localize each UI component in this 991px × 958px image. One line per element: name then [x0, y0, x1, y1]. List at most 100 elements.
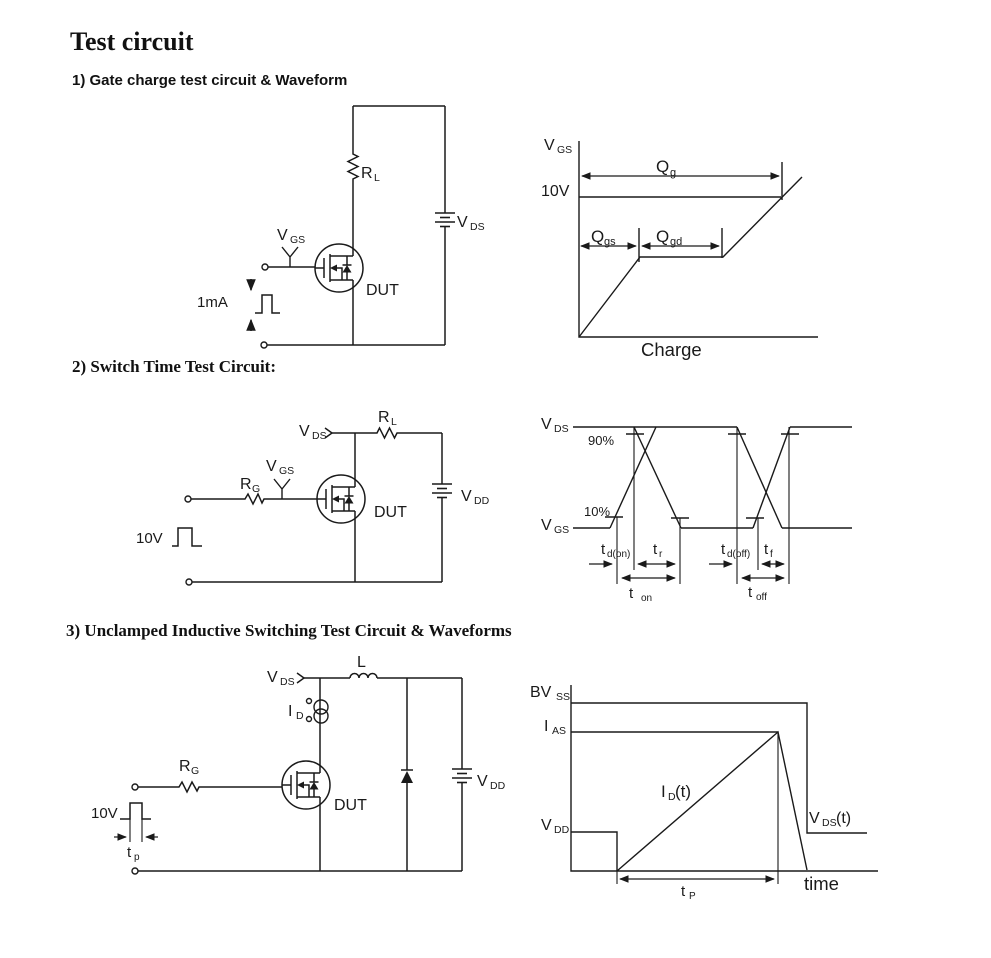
- current-probe-id-icon: [305, 697, 329, 724]
- w1-yaxis-label-sub: GS: [557, 144, 572, 156]
- rg-label-sub: G: [191, 765, 199, 777]
- w3-tp-label: t: [681, 883, 686, 900]
- vdd-label: V: [461, 488, 472, 505]
- qg-label: Q: [656, 157, 669, 176]
- tr-label-sub: r: [659, 549, 663, 560]
- inductor-icon: [349, 672, 378, 679]
- w1-xaxis-label: Charge: [641, 339, 702, 360]
- vgs-label: V: [266, 458, 277, 475]
- idt-label-sub: D: [668, 791, 676, 803]
- vdd-label: V: [477, 773, 488, 790]
- vdst-label-tail: (t): [836, 810, 851, 827]
- vgs-probe-icon: [281, 246, 299, 268]
- section-heading-2: 2) Switch Time Test Circuit:: [72, 357, 277, 376]
- pulse-icon: [120, 802, 151, 820]
- ton-label: t: [629, 585, 634, 602]
- gate-charge-waveform: V GS 10V Q g Q gs Q gd Charge: [541, 137, 818, 360]
- rl-label-sub: L: [374, 172, 380, 184]
- waveform1-trace: [578, 162, 803, 338]
- w3-tp-label-sub: P: [689, 891, 696, 902]
- toff-label: t: [748, 584, 753, 601]
- w2-10pct-label: 10%: [584, 504, 610, 519]
- vds-chevron-icon: [296, 672, 306, 684]
- w3-xaxis-label: time: [804, 873, 839, 894]
- vds-label-sub: DS: [280, 676, 295, 688]
- dut-label: DUT: [334, 797, 367, 814]
- qgs-label: Q: [591, 227, 604, 246]
- diode-icon: [401, 771, 413, 783]
- td-off-label: t: [721, 541, 726, 558]
- w1-10v-label: 10V: [541, 183, 570, 200]
- circuit1-wires: [246, 105, 446, 346]
- battery-vdd-icon: [431, 483, 453, 499]
- vds-label: V: [299, 423, 310, 440]
- vgs-label-sub: GS: [279, 465, 294, 477]
- waveform2-traces: [573, 426, 852, 529]
- td-on-label: t: [601, 541, 606, 558]
- vgs-label: V: [277, 227, 288, 244]
- qg-label-sub: g: [670, 167, 676, 179]
- id-label-sub: D: [296, 710, 304, 722]
- w2-vds-label-sub: DS: [554, 423, 569, 435]
- vdd-level-label-sub: DD: [554, 824, 570, 836]
- mosfet-dut-symbol: [281, 758, 331, 812]
- rg-label: R: [179, 758, 191, 775]
- mosfet-dut-symbol: [316, 472, 366, 526]
- section-heading-1: 1) Gate charge test circuit & Waveform: [72, 72, 348, 89]
- ground-terminal: [260, 341, 268, 349]
- tp-label-sub: p: [134, 852, 140, 863]
- w1-yaxis-label: V: [544, 137, 555, 154]
- qgs-label-sub: gs: [604, 236, 616, 248]
- circuit2-wires: [172, 426, 443, 583]
- ground-terminal: [185, 578, 193, 586]
- vdd-level-label: V: [541, 817, 552, 834]
- waveform2-arrows: [589, 560, 785, 582]
- w2-vgs-label: V: [541, 517, 552, 534]
- bvss-label-sub: SS: [556, 691, 570, 703]
- ton-label-sub: on: [641, 593, 652, 604]
- resistor-rl-icon: [346, 152, 360, 182]
- vdst-label: V: [809, 810, 820, 827]
- vgs-label-sub: GS: [290, 234, 305, 246]
- battery-vdd-icon: [451, 768, 473, 784]
- w2-vgs-label-sub: GS: [554, 524, 569, 536]
- tf-label-sub: f: [770, 549, 773, 560]
- current-source-label: 1mA: [197, 294, 228, 311]
- dut-label: DUT: [366, 282, 399, 299]
- idt-label-tail: (t): [675, 782, 691, 801]
- vds-label: V: [457, 214, 468, 231]
- ias-label-sub: AS: [552, 725, 566, 737]
- idt-label: I: [661, 782, 666, 801]
- resistor-rg-icon: [243, 492, 265, 506]
- gate-charge-circuit: R L V DS V GS DUT 1mA: [197, 105, 485, 349]
- input-terminal: [131, 783, 139, 791]
- inductor-label: L: [357, 654, 366, 671]
- input-terminal: [261, 263, 269, 271]
- qgd-label-sub: gd: [670, 236, 682, 248]
- pulse-label: 10V: [91, 805, 118, 822]
- vgs-probe-icon: [273, 478, 291, 500]
- vdst-label-sub: DS: [822, 817, 837, 829]
- vdd-label-sub: DD: [490, 780, 506, 792]
- input-terminal: [184, 495, 192, 503]
- dut-label: DUT: [374, 504, 407, 521]
- page-title: Test circuit: [70, 27, 194, 56]
- rg-label-sub: G: [252, 483, 260, 495]
- uis-waveform: BV SS I AS V DD I D (t) V DS (t) t P tim…: [530, 684, 878, 902]
- switch-time-circuit: V DS R L V GS R G DUT V DD 10V: [136, 409, 490, 586]
- w2-90pct-label: 90%: [588, 433, 614, 448]
- rl-label-sub: L: [391, 416, 397, 428]
- resistor-rg-icon: [177, 780, 203, 794]
- switch-time-waveform: V DS V GS 90% 10% t d(on) t r t d(off) t…: [541, 416, 852, 604]
- pulse-label: 10V: [136, 530, 163, 547]
- bvss-label: BV: [530, 684, 552, 701]
- uis-circuit: V DS L I D R G DUT V DD 10V t p: [91, 654, 506, 875]
- waveform2-guides: [616, 427, 790, 584]
- tp-label: t: [127, 844, 132, 861]
- waveform3-axes: [570, 685, 878, 872]
- rl-label: R: [361, 165, 373, 182]
- waveform3-traces: [571, 702, 867, 884]
- vds-label-sub: DS: [470, 221, 485, 233]
- vds-label: V: [267, 669, 278, 686]
- vdd-label-sub: DD: [474, 495, 490, 507]
